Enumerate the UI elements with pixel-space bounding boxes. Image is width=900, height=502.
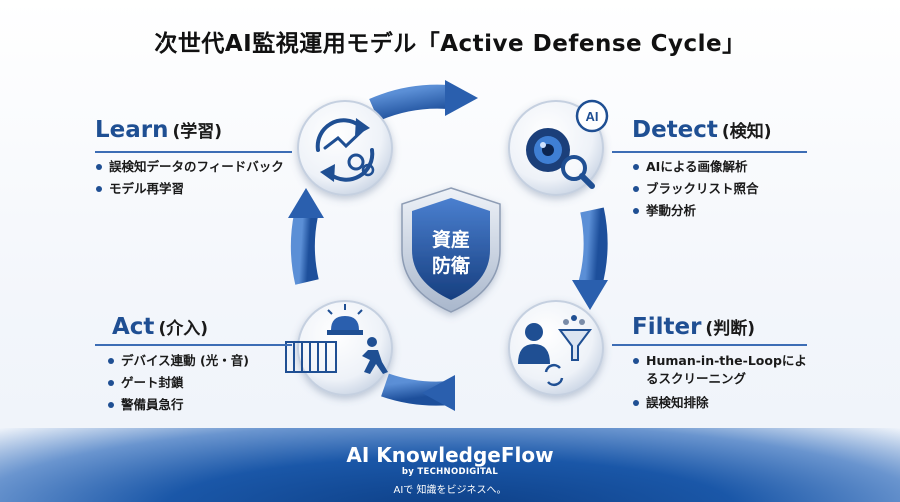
filter-divider: [612, 344, 807, 346]
learn-bullets: 誤検知データのフィードバック モデル再学習: [95, 156, 284, 200]
ai-brain-icon: AI: [575, 99, 609, 133]
detect-title: Detect(検知): [632, 117, 771, 143]
filter-title: Filter(判断): [632, 314, 755, 340]
ring-arc-left: [290, 212, 319, 285]
detect-bullets: AIによる画像解析 ブラックリスト照合 挙動分析: [632, 156, 759, 222]
svg-text:AI: AI: [586, 109, 599, 124]
act-jp: (介入): [158, 319, 208, 339]
filter-jp: (判断): [705, 319, 755, 339]
list-item: ゲート封鎖: [107, 372, 249, 394]
learn-divider: [95, 151, 292, 153]
shield-icon: [401, 187, 501, 313]
list-item: AIによる画像解析: [632, 156, 759, 178]
filter-name: Filter: [632, 314, 702, 340]
funnel-icon: [558, 315, 592, 361]
footer-band: [0, 428, 900, 502]
list-item: ブラックリスト照合: [632, 178, 759, 200]
footer-brand: AI KnowledgeFlow: [346, 443, 554, 467]
shield-text-line1: 資産: [432, 228, 470, 251]
detect-divider: [612, 151, 807, 153]
gate-icon: [285, 341, 337, 373]
person-icon: [518, 323, 550, 364]
learn-jp: (学習): [172, 122, 223, 142]
refresh-icon: [544, 363, 564, 387]
detect-name: Detect: [632, 117, 718, 143]
learn-title: Learn(学習): [95, 117, 222, 143]
act-divider: [95, 344, 292, 346]
footer-tagline: AIで 知識をビジネスへ。: [393, 485, 507, 496]
list-item: 警備員急行: [107, 394, 249, 416]
page-title: 次世代AI監視運用モデル「Active Defense Cycle」: [154, 31, 746, 57]
magnifier-icon: [561, 155, 595, 189]
filter-bullets: Human-in-the-Loopによるスクリーニング 誤検知排除: [632, 352, 812, 414]
list-item: Human-in-the-Loopによるスクリーニング: [632, 352, 812, 388]
list-item: 挙動分析: [632, 200, 759, 222]
running-guard-icon: [362, 337, 388, 374]
learn-icon: [315, 118, 375, 182]
footer-by: by TECHNODIGITAL: [401, 467, 499, 477]
arrow-head-top: [445, 80, 478, 116]
shield-text-line2: 防衛: [432, 254, 470, 277]
ring-arc-right: [578, 207, 608, 289]
list-item: モデル再学習: [95, 178, 284, 200]
arrow-head-bottom: [422, 375, 455, 411]
list-item: 誤検知データのフィードバック: [95, 156, 284, 178]
list-item: 誤検知排除: [632, 392, 812, 414]
act-bullets: デバイス連動 (光・音) ゲート封鎖 警備員急行: [107, 350, 249, 416]
arrow-head-left: [288, 188, 324, 218]
act-title: Act(介入): [112, 314, 208, 340]
act-name: Act: [112, 314, 155, 340]
arrow-head-right: [572, 280, 608, 310]
alarm-light-icon: [327, 304, 363, 335]
camera-lens-icon: [526, 128, 570, 172]
learn-name: Learn: [95, 117, 169, 143]
detect-jp: (検知): [721, 122, 772, 142]
node-act: [297, 300, 393, 396]
ring-arc-top: [369, 84, 449, 122]
list-item: デバイス連動 (光・音): [107, 350, 249, 372]
